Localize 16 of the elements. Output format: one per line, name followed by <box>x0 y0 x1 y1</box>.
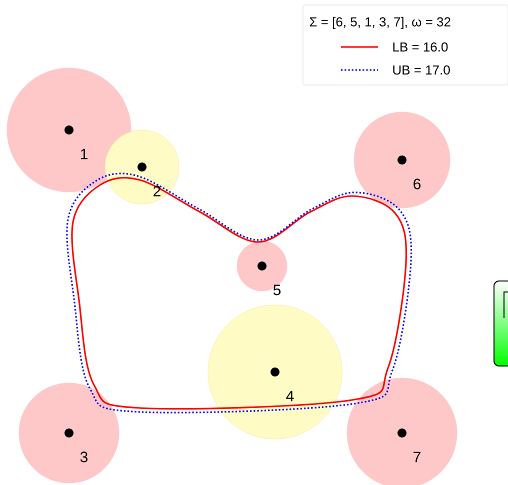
legend-entry: LB = 16.0 <box>393 42 448 52</box>
point-number: 1 <box>80 148 88 160</box>
disk <box>346 378 458 485</box>
point-number: 7 <box>414 452 420 462</box>
disk <box>104 130 180 204</box>
disk <box>18 382 120 484</box>
legend-entry: UB = 17.0 <box>393 65 450 75</box>
disk <box>6 68 132 192</box>
point-number: 3 <box>80 452 88 462</box>
point-number: 5 <box>273 284 281 296</box>
point-number: 2 <box>154 186 160 196</box>
point-number: 6 <box>414 178 421 190</box>
disk <box>208 304 342 440</box>
legend-title: Σ = [6, 5, 1, 3, 7], ω = 32 <box>310 16 450 30</box>
disk <box>354 112 450 208</box>
point-number: 4 <box>286 390 294 402</box>
